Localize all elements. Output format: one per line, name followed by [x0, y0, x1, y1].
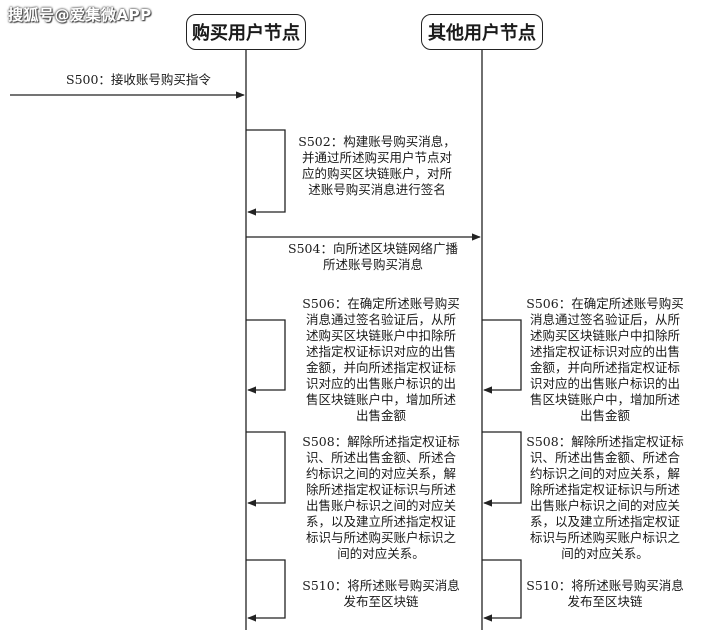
step-line: 出售金额	[579, 408, 630, 423]
s510-left-label: S510：将所述账号购买消息发布至区块链	[286, 578, 476, 610]
s508-right-loop	[482, 431, 522, 507]
step-line: 述指定权证标识对应的出售	[305, 344, 456, 359]
step-line: 系，以及建立所述指定权证	[305, 514, 456, 529]
s510-right-label: S510：将所述账号购买消息发布至区块链	[510, 578, 700, 610]
step-line: 识对应的出售账户标识的出	[529, 376, 680, 391]
step-line: 售区块链账户中，增加所述	[529, 392, 680, 407]
step-line: 并通过所述购买用户节点对	[301, 150, 452, 165]
step-line: 出售金额	[355, 408, 406, 423]
s508-right-label: S508：解除所述指定权证标识、所述出售金额、所述合约标识之间的对应关系，解除所…	[510, 434, 700, 562]
step-line: S502：构建账号购买消息，	[298, 134, 456, 149]
step-line: 发布至区块链	[567, 594, 643, 609]
s510-left-loop	[246, 559, 286, 622]
step-line: 出售账户标识之间的对应关	[305, 498, 456, 513]
s506-left-loop	[246, 319, 286, 394]
step-line: S510：将所述账号购买消息	[302, 578, 460, 593]
step-line: S510：将所述账号购买消息	[526, 578, 684, 593]
step-line: S504：向所述区块链网络广播	[288, 241, 458, 256]
step-line: 识、所述出售金额、所述合	[305, 450, 456, 465]
step-line: 出售账户标识之间的对应关	[529, 498, 680, 513]
step-line: 消息通过签名验证后，从所	[305, 312, 456, 327]
step-line: S506：在确定所述账号购买	[526, 296, 684, 311]
s508-left-label: S508：解除所述指定权证标识、所述出售金额、所述合约标识之间的对应关系，解除所…	[286, 434, 476, 562]
step-line: 述账号购买消息进行签名	[308, 182, 446, 197]
s506-right-label: S506：在确定所述账号购买消息通过签名验证后，从所述购买区块链账户中扣除所述指…	[510, 296, 700, 424]
step-line: 识、所述出售金额、所述合	[529, 450, 680, 465]
step-line: S506：在确定所述账号购买	[302, 296, 460, 311]
step-line: 除所述指定权证标识与所述	[305, 482, 456, 497]
buyer-node: 购买用户节点	[186, 14, 306, 50]
step-line: 所述账号购买消息	[322, 257, 423, 272]
step-line: 识对应的出售账户标识的出	[305, 376, 456, 391]
step-line: 金额，并向所述指定权证标	[305, 360, 456, 375]
step-line: 除所述指定权证标识与所述	[529, 482, 680, 497]
step-line: 约标识之间的对应关系，解	[305, 466, 456, 481]
step-line: 金额，并向所述指定权证标	[529, 360, 680, 375]
s510-right-loop	[482, 559, 522, 622]
step-line: 述购买区块链账户中扣除所	[305, 328, 456, 343]
step-line: 标识与所述购买账户标识之	[305, 530, 456, 545]
step-line: 售区块链账户中，增加所述	[305, 392, 456, 407]
step-line: 间的对应关系。	[337, 546, 425, 561]
step-line: S508：解除所述指定权证标	[526, 434, 684, 449]
s508-left-loop	[246, 431, 286, 507]
s506-left-label: S506：在确定所述账号购买消息通过签名验证后，从所述购买区块链账户中扣除所述指…	[286, 296, 476, 424]
step-line: 述购买区块链账户中扣除所	[529, 328, 680, 343]
step-line: 述指定权证标识对应的出售	[529, 344, 680, 359]
s506-right-loop	[482, 319, 522, 394]
watermark-text: 搜狐号@爱集微APP	[8, 6, 152, 24]
step-line: 约标识之间的对应关系，解	[529, 466, 680, 481]
s504-label: S504：向所述区块链网络广播所述账号购买消息	[278, 241, 468, 273]
s502-label: S502：构建账号购买消息，并通过所述购买用户节点对应的购买区块链账户，对所述账…	[282, 134, 472, 198]
step-line: 标识与所述购买账户标识之	[529, 530, 680, 545]
step-line: 系，以及建立所述指定权证	[529, 514, 680, 529]
step-line: S508：解除所述指定权证标	[302, 434, 460, 449]
step-line: 应的购买区块链账户，对所	[301, 166, 452, 181]
step-line: 间的对应关系。	[561, 546, 649, 561]
step-line: 消息通过签名验证后，从所	[529, 312, 680, 327]
other-node: 其他用户节点	[421, 14, 543, 50]
step-line: 发布至区块链	[343, 594, 419, 609]
s500-label: S500：接收账号购买指令	[66, 72, 211, 87]
s502-loop	[246, 129, 286, 216]
